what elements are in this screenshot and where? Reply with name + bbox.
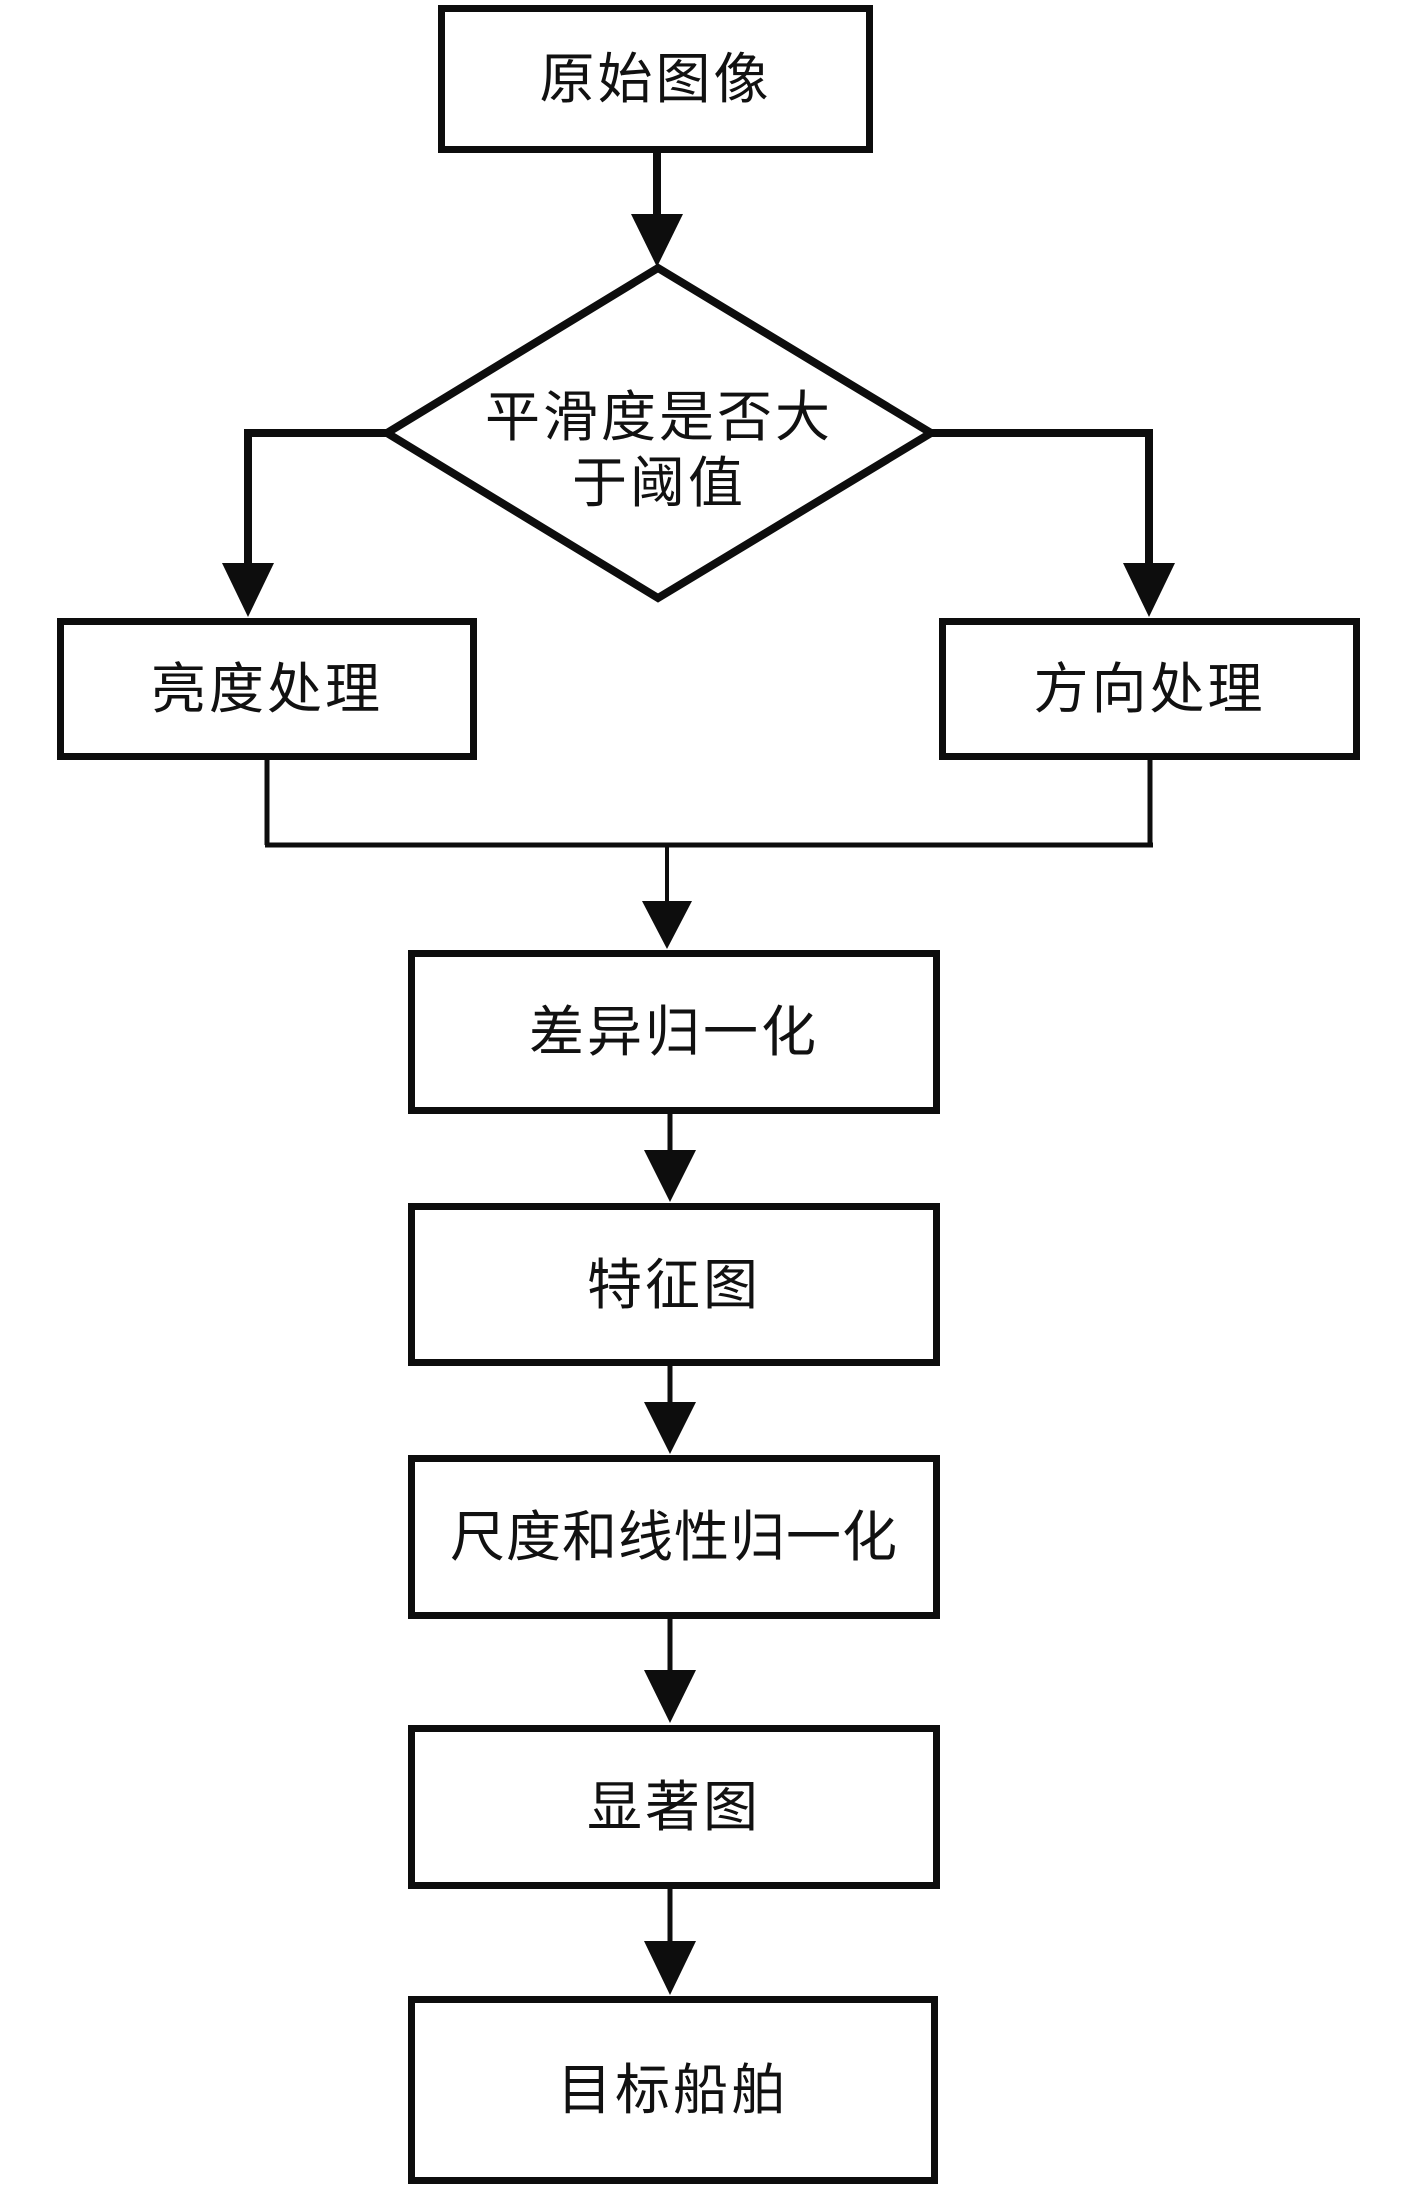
arrow-down-icon — [644, 1150, 696, 1202]
node-direction-processing: 方向处理 — [939, 618, 1360, 760]
decision-label-line1: 平滑度是否大 — [484, 385, 833, 449]
node-saliency-map-label: 显著图 — [586, 1775, 761, 1839]
arrow-down-icon — [644, 1670, 696, 1723]
node-feature-map: 特征图 — [408, 1203, 940, 1366]
edge-feature-to-scale — [644, 1366, 696, 1454]
decision-diamond-shape — [379, 263, 939, 603]
node-target-ship-label: 目标船舶 — [556, 2058, 789, 2122]
node-saliency-map: 显著图 — [408, 1725, 940, 1889]
arrow-down-icon — [631, 214, 683, 267]
node-direction-processing-label: 方向处理 — [1033, 657, 1266, 721]
arrow-down-icon — [642, 901, 692, 949]
edge-scale-to-saliency — [644, 1619, 696, 1723]
edge-merge-to-difference-normalization — [264, 760, 1153, 949]
node-brightness-processing: 亮度处理 — [57, 618, 477, 760]
node-smoothness-decision: 平滑度是否大 于阈值 — [409, 382, 909, 518]
node-original-image-label: 原始图像 — [539, 47, 772, 111]
edge-decision-to-direction — [931, 429, 1175, 617]
node-difference-normalization: 差异归一化 — [408, 950, 940, 1114]
node-feature-map-label: 特征图 — [586, 1252, 761, 1317]
node-original-image: 原始图像 — [438, 5, 873, 153]
node-brightness-processing-label: 亮度处理 — [150, 657, 383, 721]
edge-decision-to-brightness — [222, 429, 387, 617]
decision-label-line2: 于阈值 — [571, 451, 746, 515]
arrow-down-icon — [222, 563, 274, 617]
edge-original-to-decision — [631, 153, 683, 267]
node-target-ship: 目标船舶 — [408, 1996, 938, 2184]
edge-saliency-to-target — [644, 1889, 696, 1995]
arrow-down-icon — [644, 1402, 696, 1454]
node-difference-normalization-label: 差异归一化 — [528, 1000, 819, 1064]
arrow-down-icon — [644, 1941, 696, 1995]
edge-difference-to-feature — [644, 1114, 696, 1202]
arrow-down-icon — [1123, 563, 1175, 617]
node-scale-linear-normalization: 尺度和线性归一化 — [408, 1455, 940, 1619]
node-scale-linear-normalization-label: 尺度和线性归一化 — [449, 1505, 898, 1569]
